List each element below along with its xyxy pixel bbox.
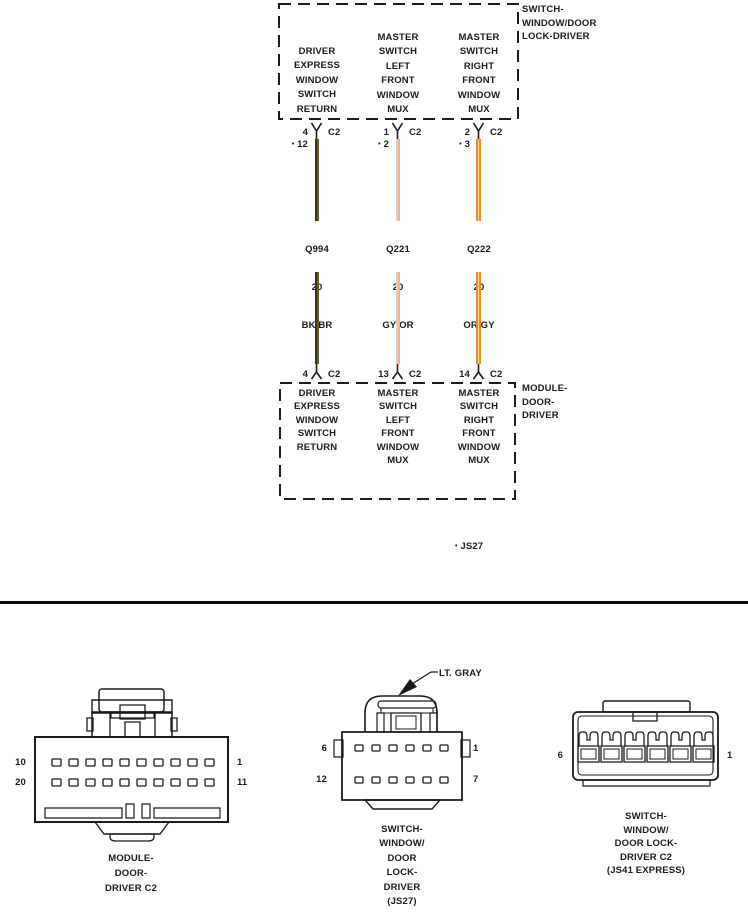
wire3-top-splice-ref: • 3 [459, 139, 470, 150]
module-box-title: MODULE- DOOR- DRIVER [522, 383, 568, 421]
connector-chevron-icon [391, 121, 404, 139]
wire2-stripe [398, 272, 400, 364]
wire1-stripe [317, 272, 319, 364]
connector1-pin-row1-left: 10 [15, 757, 26, 768]
footnote-marker: • [378, 141, 381, 148]
wire1-top-pin-number: 4 [302, 127, 308, 138]
arrow-icon [398, 679, 417, 696]
connector-chevron-icon [391, 364, 404, 381]
connector2-pin-row1-right: 1 [473, 743, 479, 754]
wire1-circuit: Q994 [305, 244, 329, 255]
wire3-circuit: Q222 [467, 244, 491, 255]
footnote: • JS27 [455, 540, 483, 554]
wire1-stripe [315, 139, 317, 221]
wire1-upper-segment [315, 139, 319, 221]
wire1-bottom-pin-number: 4 [302, 369, 308, 380]
wire2-lower-segment [396, 272, 400, 364]
wire3-stripe [476, 139, 478, 221]
wire1-lower-segment [315, 272, 319, 364]
footnote-text: JS27 [460, 541, 484, 552]
wire2-top-connector: C2 [409, 127, 422, 138]
wire2-top-splice-ref: • 2 [378, 139, 389, 150]
wire2-circuit: Q221 [386, 244, 410, 255]
wire3-stripe [479, 272, 482, 364]
wire3-stripe [477, 272, 480, 364]
switch-box-title: SWITCH- WINDOW/DOOR LOCK-DRIVER [522, 4, 597, 42]
connector-chevron-icon [310, 364, 323, 381]
connector1-pin-row2-right: 11 [237, 777, 248, 788]
switch-window-door-lock-driver-c2-js41-connector-drawing [552, 696, 742, 796]
wire2-stripe [396, 139, 398, 221]
wire2-stripe [398, 139, 400, 221]
connector2-caption: SWITCH- WINDOW/ DOOR LOCK- DRIVER (JS27) [379, 824, 425, 908]
wire1-stripe [315, 272, 317, 364]
connector-chevron-icon [472, 121, 485, 139]
connector2-pin-row2-left: 12 [316, 774, 327, 785]
wire1-bottom-connector: C2 [328, 369, 341, 380]
connector2-pin-row1-left: 6 [321, 743, 327, 754]
switch-box-function-col2: MASTER SWITCH LEFT FRONT WINDOW MUX [376, 32, 420, 116]
switch-window-door-lock-driver-js27-connector-drawing [312, 655, 502, 813]
wire3-stripe [479, 139, 482, 221]
wire3-bottom-pin-number: 14 [459, 369, 470, 380]
module-door-driver-c2-connector-drawing [8, 682, 258, 844]
footnote-marker: • [455, 543, 458, 550]
wire1-stripe [317, 139, 319, 221]
wire3-stripe [476, 272, 478, 364]
wire2-top-pin-number: 1 [383, 127, 389, 138]
connector1-caption: MODULE- DOOR- DRIVER C2 [104, 853, 158, 894]
wire2-bottom-pin-number: 13 [378, 369, 389, 380]
connector-chevron-icon [472, 364, 485, 381]
module-box-function-col1: DRIVER EXPRESS WINDOW SWITCH RETURN [294, 388, 340, 453]
connector3-pin-right: 1 [727, 750, 733, 761]
connector1-pin-row2-left: 20 [15, 777, 26, 788]
switch-box-function-col3: MASTER SWITCH RIGHT FRONT WINDOW MUX [457, 32, 501, 116]
footnote-marker: • [291, 141, 295, 148]
module-box-function-col2: MASTER SWITCH LEFT FRONT WINDOW MUX [376, 388, 420, 467]
wire2-bottom-connector: C2 [409, 369, 422, 380]
module-box-outline [279, 382, 516, 500]
wire3-top-connector: C2 [490, 127, 503, 138]
section-divider [0, 601, 748, 604]
footnote-marker: • [459, 141, 462, 148]
wire2-upper-segment [396, 139, 400, 221]
switch-box-function-col1: DRIVER EXPRESS WINDOW SWITCH RETURN [294, 46, 340, 115]
wire3-upper-segment [476, 139, 482, 221]
wire3-stripe [477, 139, 480, 221]
wire3-bottom-connector: C2 [490, 369, 503, 380]
wire1-top-splice-ref: • 12 [291, 139, 308, 150]
connector3-pin-left: 6 [557, 750, 563, 761]
connector1-pin-row1-right: 1 [237, 757, 243, 768]
wire2-stripe [396, 272, 398, 364]
wire1-top-connector: C2 [328, 127, 341, 138]
wire3-top-pin-number: 2 [464, 127, 470, 138]
switch-box-outline [278, 3, 519, 120]
connector3-caption: SWITCH- WINDOW/ DOOR LOCK- DRIVER C2 (JS… [606, 811, 686, 876]
wire3-lower-segment [476, 272, 482, 364]
connector2-pin-row2-right: 7 [473, 774, 479, 785]
connector-chevron-icon [310, 121, 323, 139]
connector2-annotation: LT. GRAY [439, 668, 482, 679]
module-box-function-col3: MASTER SWITCH RIGHT FRONT WINDOW MUX [457, 388, 501, 467]
